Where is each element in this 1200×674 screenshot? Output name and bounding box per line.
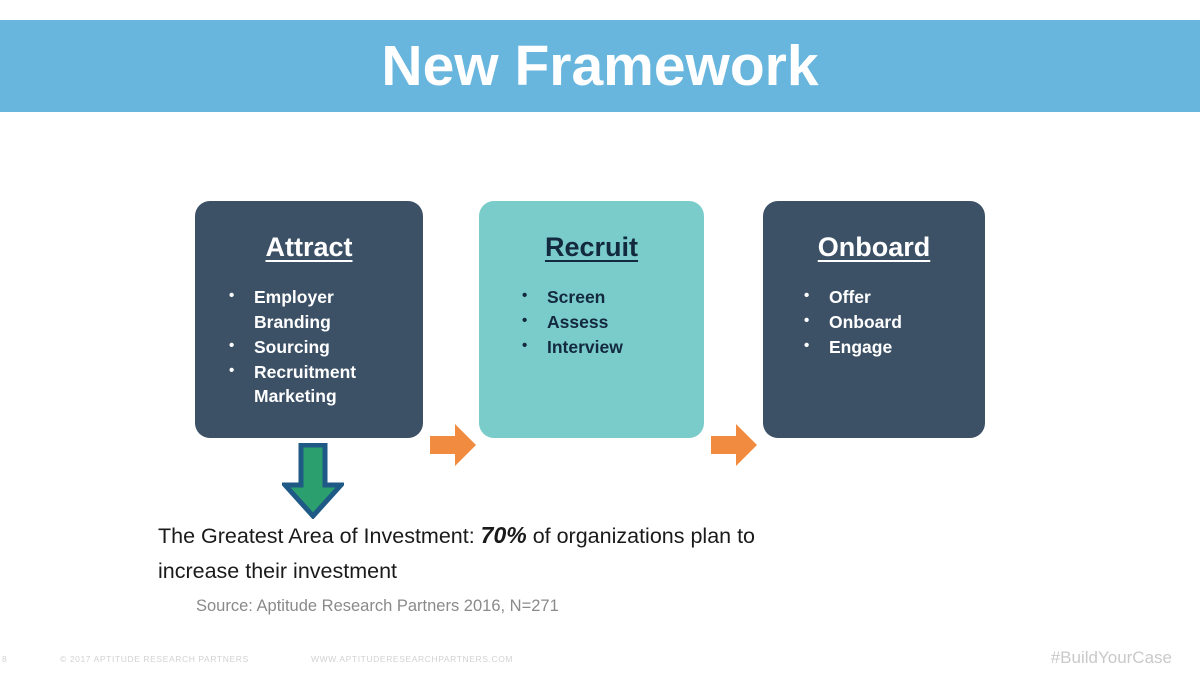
- source-note: Source: Aptitude Research Partners 2016,…: [196, 597, 559, 615]
- phase-title-attract: Attract: [265, 232, 353, 262]
- callout-emphasis: 70%: [480, 522, 527, 548]
- list-item: Onboard: [801, 309, 985, 335]
- list-item: Recruitment Marketing: [226, 359, 409, 410]
- list-item: Engage: [801, 334, 985, 360]
- arrow-right-icon: [430, 423, 476, 467]
- phase-box-attract[interactable]: Attract Employer Branding Sourcing Recru…: [195, 201, 423, 438]
- phase-title-onboard: Onboard: [817, 232, 931, 262]
- slide-footer: 8 © 2017 APTITUDE RESEARCH PARTNERS WWW.…: [0, 648, 1200, 674]
- list-item: Assess: [519, 309, 704, 335]
- phase-box-recruit[interactable]: Recruit Screen Assess Interview: [479, 201, 704, 438]
- phase-title-recruit: Recruit: [544, 232, 639, 262]
- list-item: Sourcing: [226, 334, 409, 360]
- callout-lead: The Greatest Area of Investment:: [158, 524, 481, 548]
- phase-list-attract: Employer Branding Sourcing Recruitment M…: [195, 284, 423, 410]
- slide-title-band: New Framework: [0, 20, 1200, 112]
- phase-list-recruit: Screen Assess Interview: [479, 284, 704, 360]
- phase-box-onboard[interactable]: Onboard Offer Onboard Engage: [763, 201, 985, 438]
- list-item: Offer: [801, 284, 985, 310]
- framework-diagram: Attract Employer Branding Sourcing Recru…: [0, 112, 1200, 674]
- phase-list-onboard: Offer Onboard Engage: [763, 284, 985, 360]
- arrow-down-icon: [279, 442, 347, 520]
- website-url[interactable]: WWW.APTITUDERESEARCHPARTNERS.COM: [311, 654, 514, 664]
- copyright-text: © 2017 APTITUDE RESEARCH PARTNERS: [60, 654, 249, 664]
- hashtag-label: #BuildYourCase: [1050, 648, 1172, 667]
- callout-trail: of organizations plan to increase their …: [158, 524, 756, 584]
- page-title: New Framework: [381, 33, 819, 98]
- list-item: Employer Branding: [226, 284, 409, 335]
- list-item: Interview: [519, 334, 704, 360]
- list-item: Screen: [519, 284, 704, 310]
- page-number: 8: [2, 654, 8, 664]
- arrow-right-icon: [711, 423, 757, 467]
- investment-callout: The Greatest Area of Investment: 70% of …: [158, 517, 778, 589]
